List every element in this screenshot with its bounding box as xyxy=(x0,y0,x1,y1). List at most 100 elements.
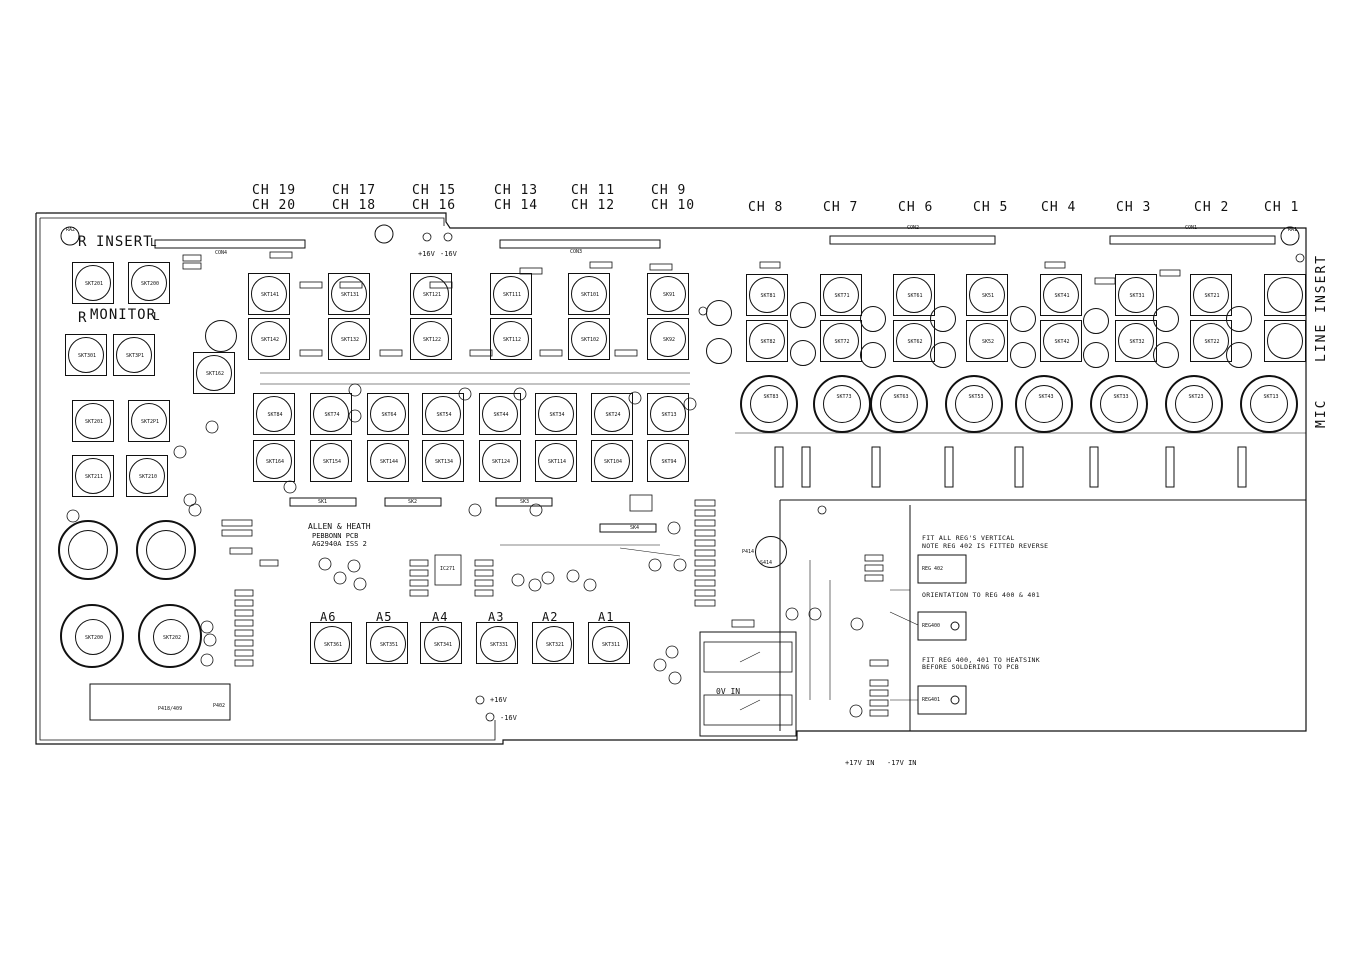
socket-right1-2-label: SKT61 xyxy=(907,293,923,299)
socket-row3-4: SKT44 xyxy=(479,393,521,435)
channel-label-6: CH 6 xyxy=(898,200,934,215)
socket-row2-5-label: SK92 xyxy=(662,337,676,343)
socket-row1-1-label: SKT131 xyxy=(340,292,360,298)
aux-socket-2-label: SKT341 xyxy=(433,642,453,648)
left-socket-7: SKT211 xyxy=(72,455,114,497)
socket-row4-6-ring xyxy=(594,443,630,479)
aux-socket-1: SKT351 xyxy=(366,622,408,664)
pcb-maker-label: ALLEN & HEATH xyxy=(308,522,371,531)
socket-right2-0: SKT82 xyxy=(746,320,788,362)
aux-label-a1: A1 xyxy=(598,610,615,624)
xlr-mic-input-1-label: SKT73 xyxy=(836,394,852,400)
socket-row3-5-label: SKT34 xyxy=(549,412,565,418)
socket-row4-7-ring xyxy=(650,443,686,479)
socket-row3-3: SKT54 xyxy=(422,393,464,435)
channel-label-16: CH 16 xyxy=(412,198,457,213)
channel-label-5: CH 5 xyxy=(973,200,1009,215)
socket-right2-5: SKT32 xyxy=(1115,320,1157,362)
socket-row1-5-label: SK91 xyxy=(662,292,676,298)
left-socket-7-ring xyxy=(75,458,111,494)
socket-row4-7: SKT94 xyxy=(647,440,689,482)
monitor-label: MONITOR xyxy=(90,307,157,323)
left-socket-10-ring xyxy=(153,619,189,655)
pcb-issue-label: AG2940A ISS 2 xyxy=(312,540,367,548)
left-socket-10: SKT202 xyxy=(138,604,202,668)
left-socket-5-ring xyxy=(75,403,111,439)
con3-label: CON3 xyxy=(570,249,583,255)
left-socket-8-ring xyxy=(129,458,165,494)
socket-right1-2-ring xyxy=(896,277,932,313)
xlr-mic-input-4: SKT43 xyxy=(1015,375,1073,433)
minus-16v-label: -16V xyxy=(440,250,457,258)
socket-row4-2-label: SKT144 xyxy=(379,459,399,465)
left-socket-2: SKT301 xyxy=(65,334,107,376)
socket-row2-5-ring xyxy=(650,321,686,357)
socket-row3-7-label: SKT13 xyxy=(661,412,677,418)
xlr-mic-input-1-inner xyxy=(823,385,861,423)
electrolytic-cap-9 xyxy=(1010,342,1036,368)
channel-label-11: CH 11 xyxy=(571,183,616,198)
socket-row3-4-label: SKT44 xyxy=(493,412,509,418)
socket-right2-3: SK52 xyxy=(966,320,1008,362)
xlr-mic-input-5: SKT33 xyxy=(1090,375,1148,433)
socket-right1-1-ring xyxy=(823,277,859,313)
aux-label-a5: A5 xyxy=(376,610,393,624)
left-socket-0: SKT201 xyxy=(72,262,114,304)
xlr-mic-input-0-label: SKT83 xyxy=(763,394,779,400)
socket-row4-5: SKT114 xyxy=(535,440,577,482)
socket-right2-1: SKT72 xyxy=(820,320,862,362)
xlr-mic-input-2-label: SKT63 xyxy=(893,394,909,400)
sk4-label: SK4 xyxy=(630,525,640,531)
socket-right1-1: SKT71 xyxy=(820,274,862,316)
socket-row4-4-ring xyxy=(482,443,518,479)
socket-right2-7 xyxy=(1264,320,1306,362)
channel-label-1: CH 1 xyxy=(1264,200,1300,215)
xlr-mic-input-7: SKT13 xyxy=(1240,375,1298,433)
left-socket-7-label: SKT211 xyxy=(84,474,104,480)
aux-socket-4: SKT321 xyxy=(532,622,574,664)
socket-row3-7: SKT13 xyxy=(647,393,689,435)
socket-row1-3-label: SKT111 xyxy=(502,292,522,298)
channel-label-8: CH 8 xyxy=(748,200,784,215)
socket-row3-2: SKT64 xyxy=(367,393,409,435)
left-xlr-1-inner xyxy=(146,530,186,570)
socket-row3-3-label: SKT54 xyxy=(436,412,452,418)
xlr-mic-input-6: SKT23 xyxy=(1165,375,1223,433)
socket-row2-0-ring xyxy=(251,321,287,357)
socket-row1-4: SKT101 xyxy=(568,273,610,315)
left-socket-1: SKT200 xyxy=(128,262,170,304)
socket-right2-5-label: SKT32 xyxy=(1129,339,1145,345)
minus-17v-in-label: -17V IN xyxy=(887,759,917,767)
xlr-mic-input-0: SKT83 xyxy=(740,375,798,433)
socket-row3-2-label: SKT64 xyxy=(381,412,397,418)
aux-socket-4-ring xyxy=(536,626,572,662)
aux-socket-0: SKT361 xyxy=(310,622,352,664)
xlr-mic-input-6-inner xyxy=(1175,385,1213,423)
socket-row4-1: SKT154 xyxy=(310,440,352,482)
socket-row2-1-ring xyxy=(331,321,367,357)
minus-16v-bottom-label: -16V xyxy=(500,714,517,722)
left-socket-0-ring xyxy=(75,265,111,301)
socket-row1-3: SKT111 xyxy=(490,273,532,315)
aux-socket-3: SKT331 xyxy=(476,622,518,664)
socket-right2-2-label: SKT62 xyxy=(907,339,923,345)
socket-row3-1: SKT74 xyxy=(310,393,352,435)
channel-label-9: CH 9 xyxy=(651,183,687,198)
socket-right2-4-label: SKT42 xyxy=(1054,339,1070,345)
socket-right2-2: SKT62 xyxy=(893,320,935,362)
xlr-mic-input-3-label: SKT53 xyxy=(968,394,984,400)
socket-row4-6: SKT104 xyxy=(591,440,633,482)
socket-right1-2: SKT61 xyxy=(893,274,935,316)
socket-row4-2-ring xyxy=(370,443,406,479)
socket-row2-2: SKT122 xyxy=(410,318,452,360)
electrolytic-cap-15 xyxy=(1226,342,1252,368)
aux-socket-3-ring xyxy=(480,626,516,662)
ic271-label: IC271 xyxy=(440,566,456,572)
socket-row2-4-ring xyxy=(571,321,607,357)
left-socket-1-ring xyxy=(131,265,167,301)
electrolytic-cap-6 xyxy=(930,306,956,332)
xlr-mic-input-0-inner xyxy=(750,385,788,423)
socket-row3-5: SKT34 xyxy=(535,393,577,435)
socket-right1-6-label: SKT21 xyxy=(1204,293,1220,299)
channel-label-18: CH 18 xyxy=(332,198,377,213)
